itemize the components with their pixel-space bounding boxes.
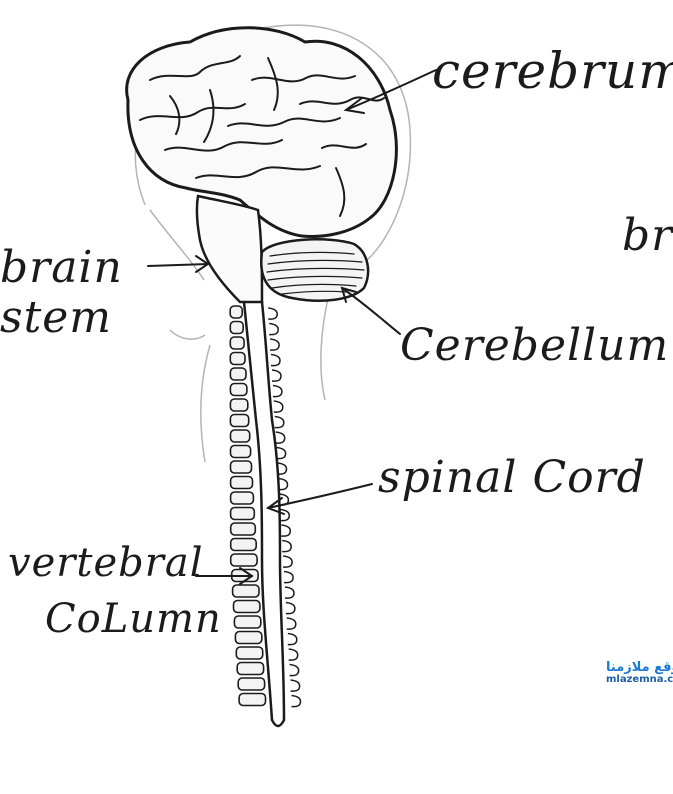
cerebrum-label: cerebrum <box>432 42 673 100</box>
watermark-arabic: موقع ملازمنا <box>606 660 673 675</box>
spinal-cord-arrow <box>268 484 372 508</box>
vertebra <box>230 384 247 396</box>
vertebra <box>236 647 262 659</box>
spinal-nerve <box>268 308 277 319</box>
spinal-nerve <box>273 386 282 397</box>
vertebra <box>231 523 256 535</box>
vertebra <box>230 399 247 411</box>
spinal-nerve <box>291 680 300 691</box>
spinal-nerve <box>288 634 297 645</box>
vertebra <box>234 601 260 613</box>
vertebra <box>230 322 243 334</box>
vertebra <box>235 632 261 644</box>
vertebra <box>238 678 264 690</box>
cerebellum-label: Cerebellum <box>400 320 669 371</box>
brain-stem-shape <box>197 196 262 302</box>
brain-stem-arrow <box>148 264 208 266</box>
vertebra <box>230 306 242 318</box>
vertebra <box>239 694 265 706</box>
vertebra <box>233 585 259 597</box>
brain-stem-label-line2: stem <box>0 292 112 343</box>
vertebra <box>231 446 251 458</box>
spinal-nerve <box>282 541 291 552</box>
vertebral-column-label-line1: vertebral <box>8 540 204 586</box>
vertebra <box>231 508 255 520</box>
spinal-nerve <box>287 618 296 629</box>
title-fragment-label: br <box>622 210 673 261</box>
spinal-nerve <box>286 603 295 614</box>
spinal-nerve <box>272 370 281 381</box>
vertebral-column-shape <box>230 306 265 706</box>
spinal-cord-label: spinal Cord <box>378 452 646 503</box>
vertebra <box>230 353 245 365</box>
vertebral-column-label-line2: CoLumn <box>45 596 222 642</box>
spinal-nerve <box>275 417 284 428</box>
spinal-nerve <box>277 448 286 459</box>
spinal-nerve <box>269 324 278 335</box>
spinal-nerve <box>271 355 280 366</box>
spinal-nerve <box>274 401 283 412</box>
spinal-nerve <box>285 587 294 598</box>
spinal-nerve <box>290 665 299 676</box>
vertebra <box>230 368 246 380</box>
brain-stem-label-line1: brain <box>0 242 123 293</box>
spinal-nerve <box>276 432 285 443</box>
vertebra <box>237 663 263 675</box>
spinal-nerve <box>289 649 298 660</box>
spinal-nerve <box>283 556 292 567</box>
watermark-site: mlazemna.com <box>606 674 673 685</box>
cerebrum-shape <box>127 28 397 237</box>
vertebra <box>231 461 252 473</box>
spinal-nerve <box>292 696 301 707</box>
vertebra <box>231 477 253 489</box>
cerebellum-arrow <box>342 288 400 334</box>
spinal-nerve <box>280 510 289 521</box>
vertebra <box>231 554 257 566</box>
vertebra <box>230 415 248 427</box>
spinal-nerve <box>284 572 293 583</box>
vertebra <box>231 430 250 442</box>
vertebra <box>230 337 244 349</box>
spinal-nerve <box>281 525 290 536</box>
vertebra <box>231 539 257 551</box>
vertebra <box>231 492 254 504</box>
spinal-nerve <box>270 339 279 350</box>
vertebra <box>234 616 260 628</box>
